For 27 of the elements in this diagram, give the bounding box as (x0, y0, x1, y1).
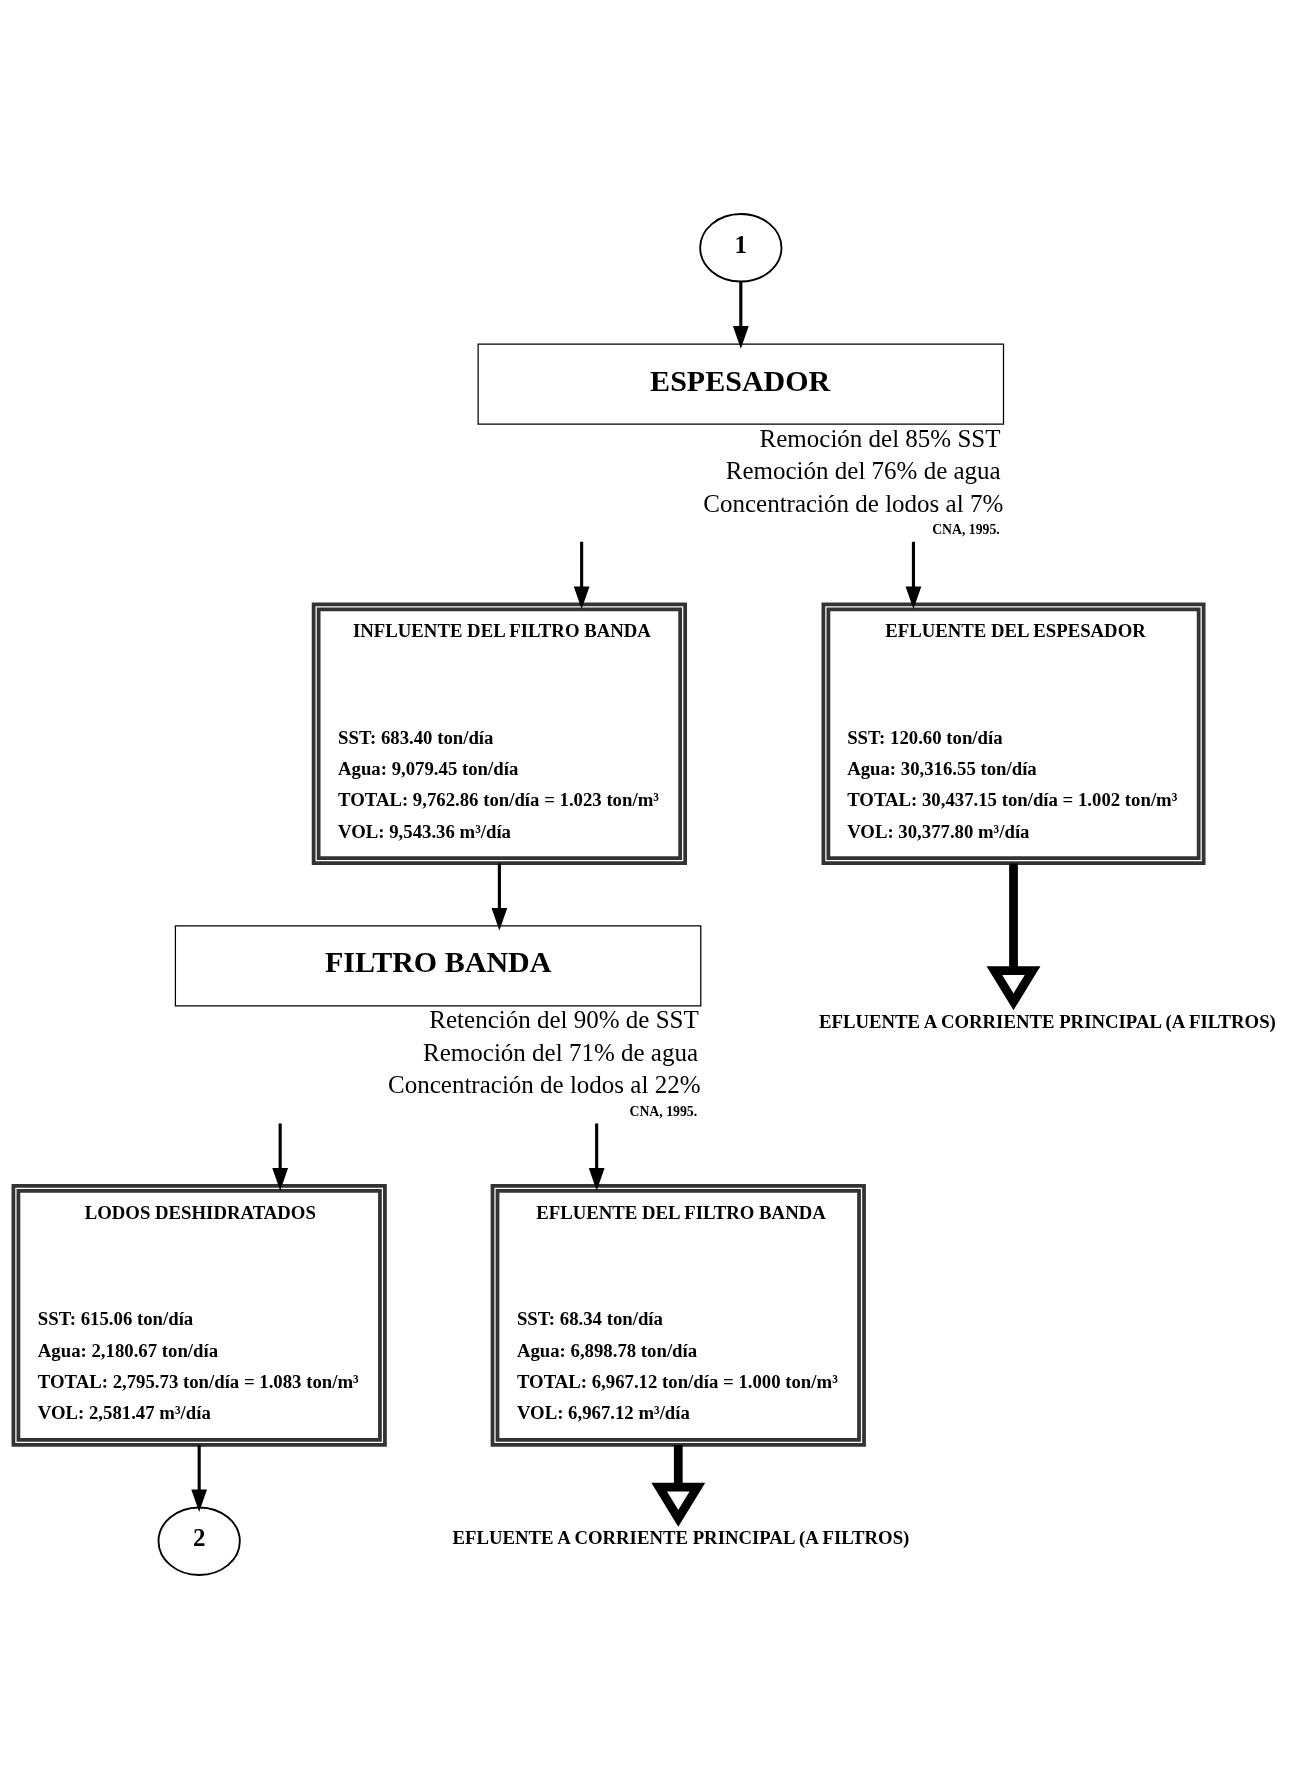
node-ellipse: 1 (699, 212, 783, 282)
node-text: EFLUENTE A CORRIENTE PRINCIPAL (A FILTROS) (452, 1526, 910, 1548)
arrow (272, 1122, 289, 1191)
node-box: EFLUENTE DEL ESPESADOR SST: 120.60 ton/día Agua: 30,316.55 ton/día TOTAL: 30,437.15 ton/día = 1.002 ton/m³ VOL: 30,377.80 m³/día (821, 601, 1206, 865)
arrow (732, 281, 749, 349)
arrow (573, 541, 590, 609)
node-box: EFLUENTE DEL FILTRO BANDA SST: 68.34 ton/día Agua: 6,898.78 ton/día TOTAL: 6,967.12 ton/día = 1.000 ton/m³ VOL: 6,967.12 m³/día (490, 1183, 866, 1447)
node-box: INFLUENTE DEL FILTRO BANDA SST: 683.40 ton/día Agua: 9,079.45 ton/día TOTAL: 9,762.86 ton/día = 1.023 ton/m³ VOL: 9,543.36 m³/día (311, 601, 688, 865)
arrow (588, 1122, 605, 1191)
node-box: ESPESADOR (477, 342, 1005, 425)
node-label: Concentración de lodos al 22% (388, 1070, 701, 1098)
arrow (491, 862, 508, 930)
arrow (191, 1444, 208, 1512)
node-box: FILTRO BANDA (174, 924, 702, 1006)
node-label: Remoción del 85% SST (759, 424, 1001, 452)
node-label: Retención del 90% de SST (429, 1005, 699, 1033)
node-label: Concentración de lodos al 7% (703, 489, 1004, 517)
node-box: LODOS DESHIDRATADOS SST: 615.06 ton/día Agua: 2,180.67 ton/día TOTAL: 2,795.73 ton/día = 1.083 ton/m³ VOL: 2,581.47 m³/día (11, 1183, 387, 1447)
node-label: Remoción del 71% de agua (423, 1038, 699, 1066)
node-label: Remoción del 76% de agua (725, 456, 1001, 484)
arrow (986, 862, 1041, 1010)
node-ellipse: 2 (157, 1506, 241, 1576)
arrow (651, 1444, 706, 1527)
arrow (905, 541, 922, 609)
node-text: EFLUENTE A CORRIENTE PRINCIPAL (A FILTROS) (819, 1010, 1276, 1032)
node-label: CNA, 1995. (932, 521, 1000, 537)
node-label: CNA, 1995. (629, 1103, 698, 1119)
